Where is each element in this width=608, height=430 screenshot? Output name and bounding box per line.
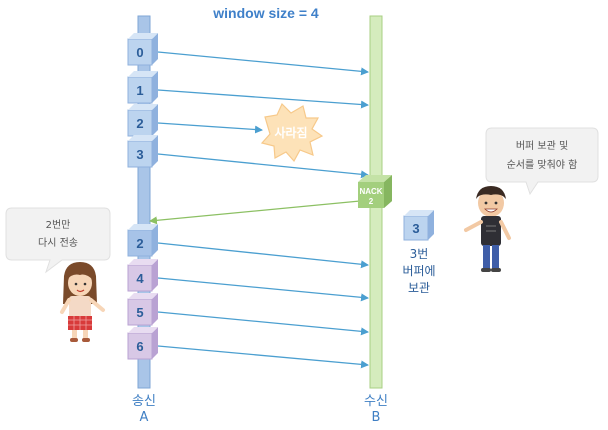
packet-2-number: 2 [136, 116, 143, 131]
packet-0-box: 0 [127, 33, 158, 66]
packet-3-box: 3 [127, 135, 158, 168]
nack-packet-number: 2 [369, 197, 374, 206]
nack-arrow [149, 200, 361, 225]
packet-1-arrow [157, 89, 369, 109]
packet-3-arrow [157, 153, 369, 179]
receiver-bubble-line-2: 순서를 맞춰야 함 [507, 159, 578, 171]
lost-packet-burst: 사라짐 [260, 102, 324, 163]
sender-id: A [140, 410, 149, 425]
buffer-note-line-2: 버퍼에 [402, 264, 435, 278]
buffer-note-line-1: 3번 [410, 247, 429, 261]
buffer-note-line-3: 보관 [408, 281, 430, 295]
transmission-arrows [157, 51, 369, 369]
receiver-bubble-line-1: 버퍼 보관 및 [516, 140, 568, 152]
diagram-title: window size = 4 [212, 5, 319, 21]
packet-1-box: 1 [127, 71, 158, 104]
receiver-speech-bubble: 버퍼 보관 및 순서를 맞춰야 함 [485, 127, 599, 196]
packet-6-box: 5 [127, 293, 158, 326]
packet-0-arrow [157, 51, 369, 76]
packet-7-box: 6 [127, 327, 158, 360]
packet-1-number: 1 [136, 83, 143, 98]
packet-7-arrow [157, 345, 369, 369]
buffered-packet-number: 3 [412, 221, 419, 236]
packet-2-arrow [157, 122, 263, 134]
packet-5-arrow [157, 277, 369, 302]
sender-character-illustration [60, 262, 105, 342]
sender-speech-bubble: 2번만 다시 전송 [5, 207, 111, 274]
receiver-character-illustration [464, 186, 511, 272]
receiver-id: B [372, 410, 381, 425]
packet-5-number: 4 [136, 271, 144, 286]
packet-4-box: 2 [127, 224, 158, 257]
packet-5-box: 4 [127, 259, 158, 292]
packet-0-number: 0 [136, 45, 143, 60]
lost-label: 사라짐 [274, 125, 307, 140]
packet-6-number: 5 [136, 305, 143, 320]
sender-name: 송신 [132, 394, 156, 409]
nack-label: NACK [359, 187, 382, 196]
packet-2-box: 2 [127, 104, 158, 137]
buffered-packet: 3 [403, 210, 434, 241]
packet-3-number: 3 [136, 147, 143, 162]
packet-7-number: 6 [136, 339, 143, 354]
nack-box: NACK 2 [358, 175, 392, 208]
packet-list: 0 1 2 3 2 4 5 6 [127, 33, 158, 360]
packet-4-number: 2 [136, 236, 143, 251]
packet-6-arrow [157, 311, 369, 336]
sender-bubble-line-2: 다시 전송 [38, 237, 78, 249]
sender-bubble-line-1: 2번만 [46, 219, 71, 231]
receiver-name: 수신 [364, 394, 388, 409]
packet-4-arrow [157, 242, 369, 269]
